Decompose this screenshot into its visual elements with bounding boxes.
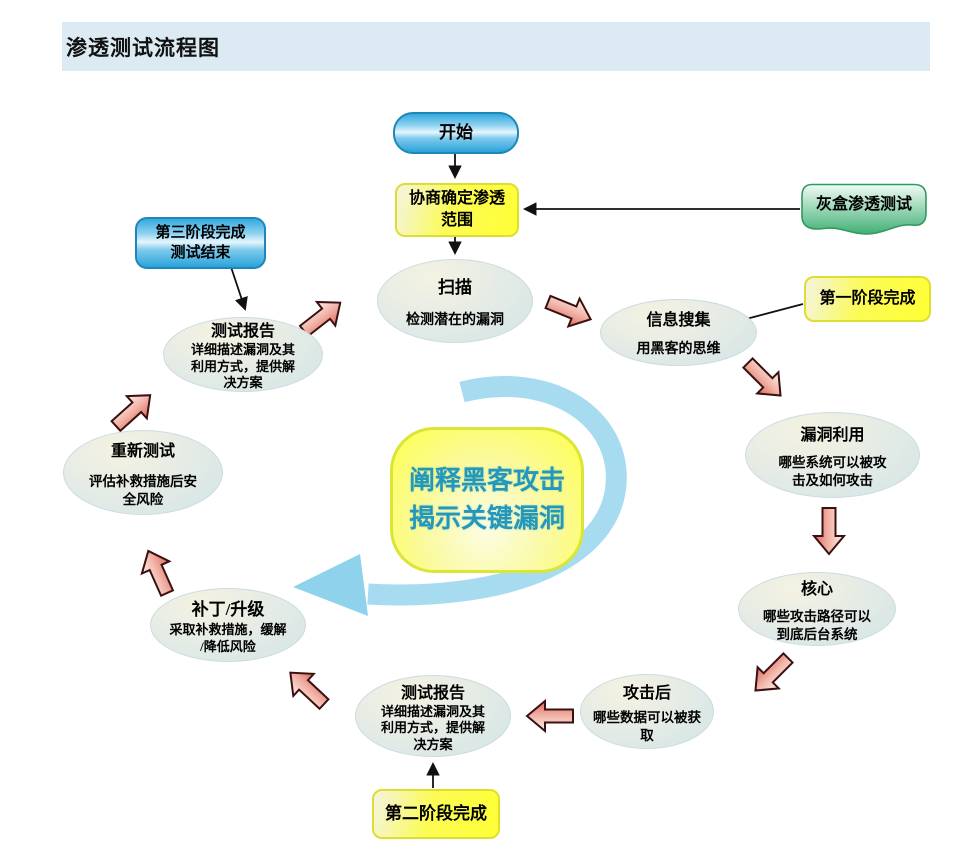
gray-box-test-label: 灰盒渗透测试 xyxy=(815,196,912,213)
center-callout: 阐释黑客攻击 揭示关键漏洞 xyxy=(390,427,584,573)
node-vuln-exploit: 漏洞利用 哪些系统可以被攻 击及如何攻击 xyxy=(745,412,920,498)
flow-arrow-report-to-patch xyxy=(279,660,336,716)
node-test-report-left: 测试报告 详细描述漏洞及其 利用方式，提供解 决方案 xyxy=(163,317,323,392)
node-report-left-title: 测试报告 xyxy=(210,323,275,341)
node-scan: 扫描 检测潜在的漏洞 xyxy=(377,259,533,343)
connector-stage3-to-report xyxy=(230,266,248,311)
node-core-title: 核心 xyxy=(800,581,833,599)
stage1-complete-label: 第一阶段完成 xyxy=(819,289,916,307)
flow-arrow-patch-to-retest xyxy=(133,543,182,601)
node-patch-upgrade: 补丁/升级 采取补救措施，缓解 /降低风险 xyxy=(150,588,306,662)
stage1-complete-node: 第一阶段完成 xyxy=(804,276,931,322)
node-retest: 重新测试 评估补救措施后安 全风险 xyxy=(63,430,223,515)
negotiate-scope-node: 协商确定渗透 范围 xyxy=(395,183,519,237)
node-retest-desc: 评估补救措施后安 全风险 xyxy=(89,474,197,507)
start-label: 开始 xyxy=(439,122,473,142)
stage2-complete-label: 第二阶段完成 xyxy=(385,804,487,824)
node-test-report-bottom: 测试报告 详细描述漏洞及其 利用方式，提供解 决方案 xyxy=(355,675,511,757)
flow-arrow-exploit-to-core xyxy=(813,507,845,555)
flow-arrow-postattack-to-report xyxy=(526,700,574,732)
node-report-bottom-title: 测试报告 xyxy=(400,684,465,702)
flow-arrow-scan-to-info xyxy=(541,287,598,335)
flow-arrow-info-to-exploit xyxy=(736,351,793,408)
node-info-title: 信息搜集 xyxy=(646,312,711,330)
node-post-attack: 攻击后 哪些数据可以被获 取 xyxy=(580,674,714,749)
node-postattack-title: 攻击后 xyxy=(622,685,671,703)
node-report-left-desc: 详细描述漏洞及其 利用方式，提供解 决方案 xyxy=(190,342,295,391)
node-retest-title: 重新测试 xyxy=(110,443,175,461)
node-exploit-title: 漏洞利用 xyxy=(800,427,865,445)
wavy-shape xyxy=(801,183,927,235)
node-patch-desc: 采取补救措施，缓解 /降低风险 xyxy=(169,621,287,654)
title-band: 渗透测试流程图 xyxy=(62,22,930,71)
node-info-gathering: 信息搜集 用黑客的思维 xyxy=(600,299,757,366)
node-report-bottom-desc: 详细描述漏洞及其 利用方式，提供解 决方案 xyxy=(380,703,485,752)
node-patch-title: 补丁/升级 xyxy=(191,599,265,619)
start-node: 开始 xyxy=(393,112,519,154)
flow-arrow-retest-to-report xyxy=(104,383,162,439)
stage3-complete-label: 第三阶段完成 测试结束 xyxy=(155,224,246,261)
flow-arrow-core-to-postattack xyxy=(743,646,800,703)
page-title: 渗透测试流程图 xyxy=(66,36,220,60)
node-postattack-desc: 哪些数据可以被获 取 xyxy=(593,710,701,743)
node-scan-desc: 检测潜在的漏洞 xyxy=(406,312,504,328)
node-core: 核心 哪些攻击路径可以 到底后台系统 xyxy=(738,572,896,646)
center-callout-label: 阐释黑客攻击 揭示关键漏洞 xyxy=(408,466,565,533)
stage2-complete-node: 第二阶段完成 xyxy=(372,789,500,839)
negotiate-scope-label: 协商确定渗透 范围 xyxy=(408,189,505,229)
gray-box-test-node: 灰盒渗透测试 xyxy=(800,183,928,237)
node-core-desc: 哪些攻击路径可以 到底后台系统 xyxy=(763,609,871,642)
node-exploit-desc: 哪些系统可以被攻 击及如何攻击 xyxy=(778,455,887,488)
node-scan-title: 扫描 xyxy=(438,277,472,297)
stage3-complete-node: 第三阶段完成 测试结束 xyxy=(135,217,266,269)
node-info-desc: 用黑客的思维 xyxy=(636,342,721,358)
